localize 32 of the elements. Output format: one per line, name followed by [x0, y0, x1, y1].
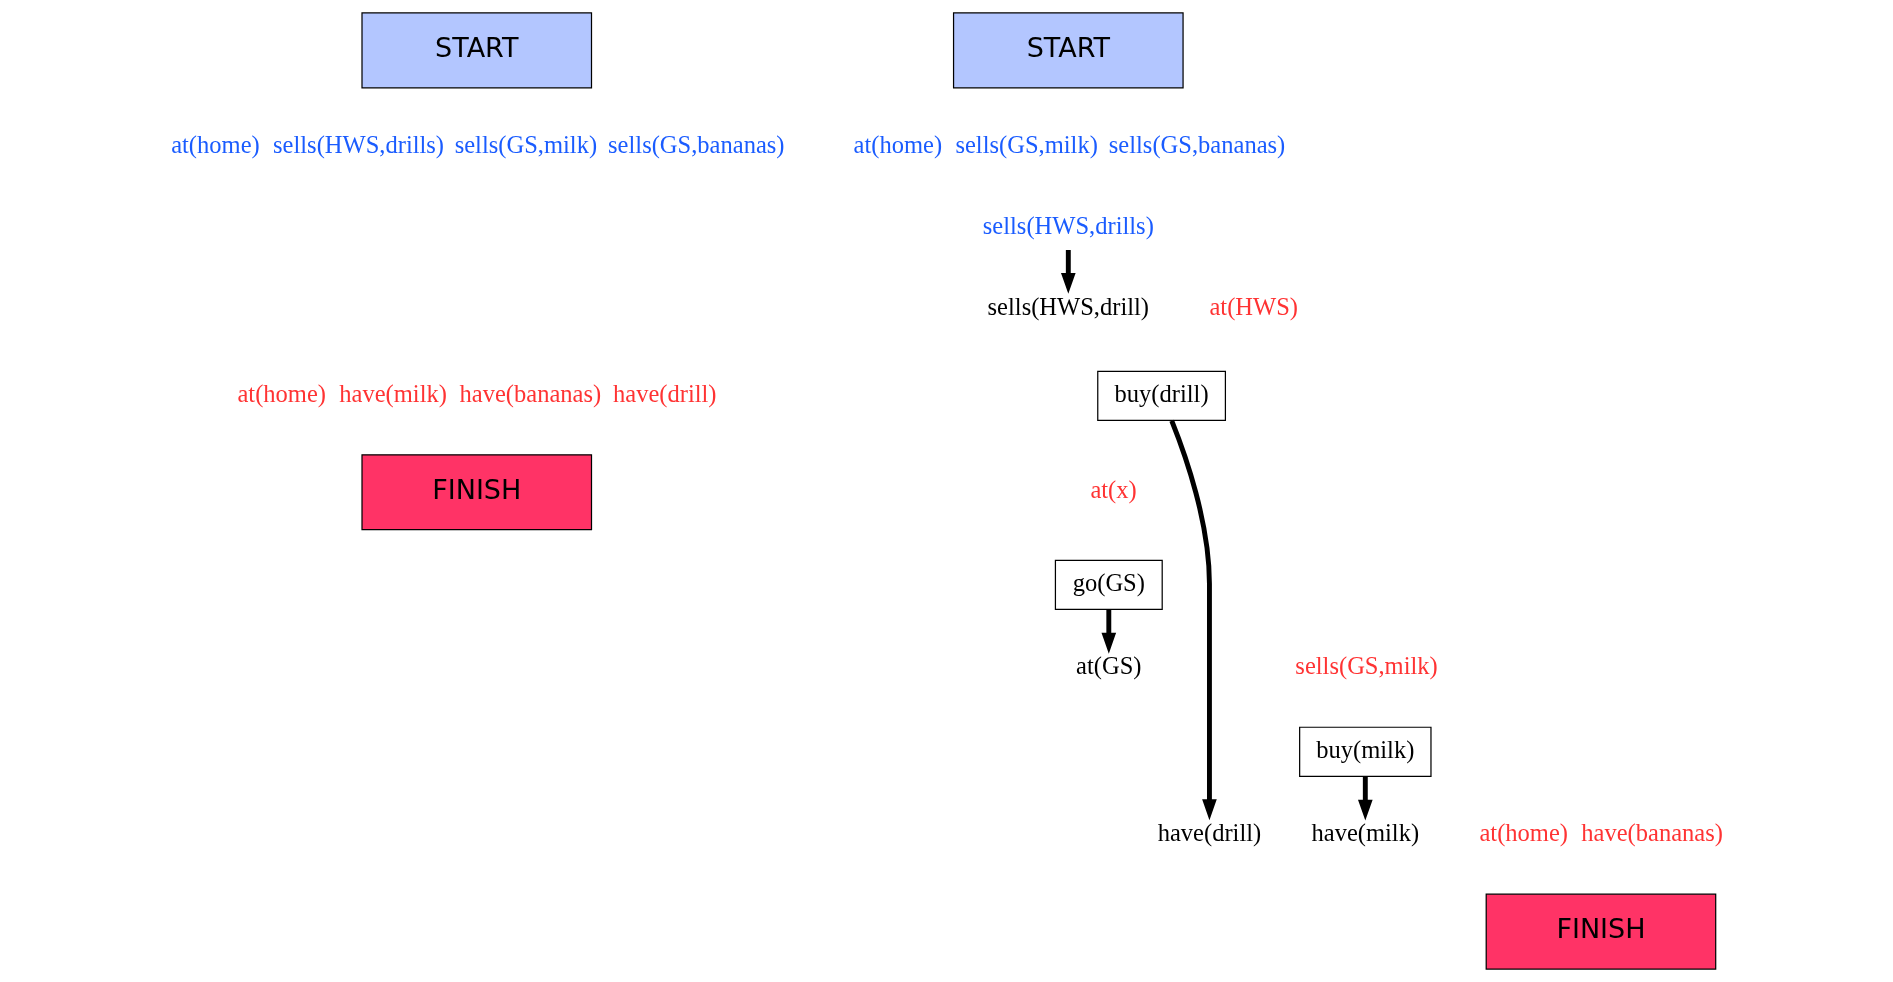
node-label: sells(GS,milk): [454, 130, 598, 158]
node-label: sells(GS,bananas): [608, 130, 785, 158]
node-label: at(HWS): [1209, 292, 1299, 320]
node-label: at(x): [1090, 476, 1137, 504]
node-box: START: [952, 12, 1184, 89]
node-label: have(milk): [339, 380, 447, 408]
node-label: sells(GS,bananas): [1108, 130, 1286, 158]
node-label: have(bananas): [459, 380, 602, 408]
node-box: FINISH: [361, 454, 593, 531]
node-text: have(drill): [1157, 819, 1262, 847]
node-label: at(home): [237, 380, 326, 408]
node-label: sells(HWS,drills): [273, 130, 445, 158]
node-label: have(bananas): [1581, 819, 1723, 847]
node-text: at(GS): [1076, 652, 1142, 680]
node-box: buy(milk): [1299, 726, 1432, 777]
node-text: sells(HWS,drill): [987, 292, 1150, 320]
arrow: [1358, 776, 1373, 821]
node-label: at(home): [171, 130, 260, 158]
node-box: START: [361, 12, 593, 89]
node-box: go(GS): [1054, 559, 1163, 611]
node-text: sells(HWS,drills): [982, 211, 1154, 239]
arrow: [1169, 419, 1217, 821]
node-label: at(home): [853, 130, 943, 158]
arrow: [1101, 609, 1117, 654]
node-box: buy(drill): [1097, 370, 1226, 422]
arrow: [1060, 250, 1076, 294]
node-label: have(drill): [612, 380, 717, 408]
node-label: at(home): [1479, 819, 1568, 847]
node-text: have(milk): [1311, 819, 1420, 847]
node-label: sells(GS,milk): [955, 130, 1098, 158]
node-box: FINISH: [1485, 893, 1717, 970]
node-label: sells(GS,milk): [1295, 652, 1438, 680]
